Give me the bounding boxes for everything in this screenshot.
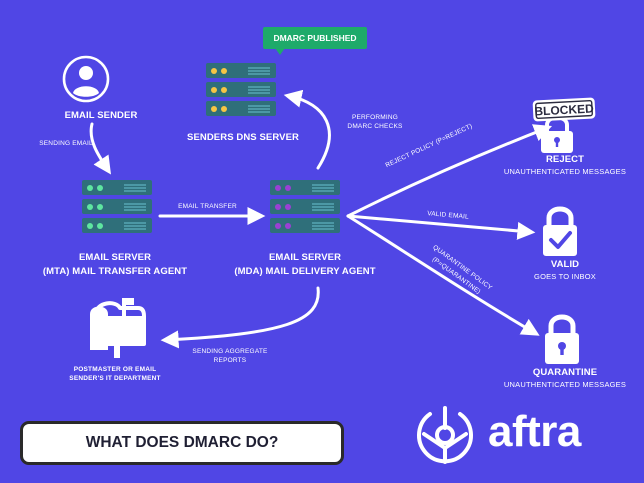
valid-title: VALID xyxy=(550,259,580,270)
arrow-sender-to-mta xyxy=(89,122,111,175)
reject-subtitle: UNAUTHENTICATED MESSAGES xyxy=(503,167,627,176)
arrow-mda-to-quarantine xyxy=(346,214,540,336)
quarantine-subtitle: UNAUTHENTICATED MESSAGES xyxy=(503,380,627,389)
dns-server-label: SENDERS DNS SERVER xyxy=(187,132,299,143)
blocked-lock-icon: BLOCKED xyxy=(532,97,596,153)
mda-server-icon xyxy=(270,180,340,237)
valid-subtitle: GOES TO INBOX xyxy=(534,272,596,281)
blocked-stamp-text: BLOCKED xyxy=(534,101,594,118)
aggregate-reports-label-line1: SENDING AGGREGATE xyxy=(192,348,268,355)
postmaster-label-line2: SENDER'S IT DEPARTMENT xyxy=(69,375,161,382)
mda-label-line1: EMAIL SERVER xyxy=(268,252,342,263)
page-title: WHAT DOES DMARC DO? xyxy=(20,421,344,465)
email-sender-label: EMAIL SENDER xyxy=(64,110,138,121)
dmarc-checks-label-line1: PERFORMING xyxy=(351,114,399,121)
sending-email-label: SENDING EMAIL xyxy=(39,140,93,147)
valid-lock-icon xyxy=(543,206,577,256)
mta-server-icon xyxy=(82,180,152,237)
dmarc-published-badge: DMARC PUBLISHED xyxy=(263,27,367,49)
badge-pointer xyxy=(275,48,285,55)
quarantine-title: QUARANTINE xyxy=(532,367,598,378)
dmarc-checks-label-line2: DMARC CHECKS xyxy=(347,123,403,130)
email-transfer-label: EMAIL TRANSFER xyxy=(178,203,237,210)
quarantine-lock-icon xyxy=(545,314,579,364)
arrow-mda-to-valid xyxy=(346,214,536,240)
dns-server-icon xyxy=(206,63,276,120)
postmaster-label-line1: POSTMASTER OR EMAIL xyxy=(73,366,157,373)
aggregate-reports-label-line2: REPORTS xyxy=(213,357,247,364)
reject-title: REJECT xyxy=(545,154,585,165)
mta-label-line1: EMAIL SERVER xyxy=(78,252,152,263)
aftra-brand-text: aftra xyxy=(488,407,581,456)
mda-label-line2: (MDA) MAIL DELIVERY AGENT xyxy=(234,266,376,277)
arrow-mda-dns-check xyxy=(283,89,331,170)
mailbox-icon xyxy=(90,298,146,358)
user-icon xyxy=(62,55,110,103)
mta-label-line2: (MTA) MAIL TRANSFER AGENT xyxy=(42,266,188,277)
arrow-mda-to-reject xyxy=(346,124,553,218)
arrow-mda-to-postmaster xyxy=(160,286,320,349)
aftra-logo-icon xyxy=(417,406,473,464)
